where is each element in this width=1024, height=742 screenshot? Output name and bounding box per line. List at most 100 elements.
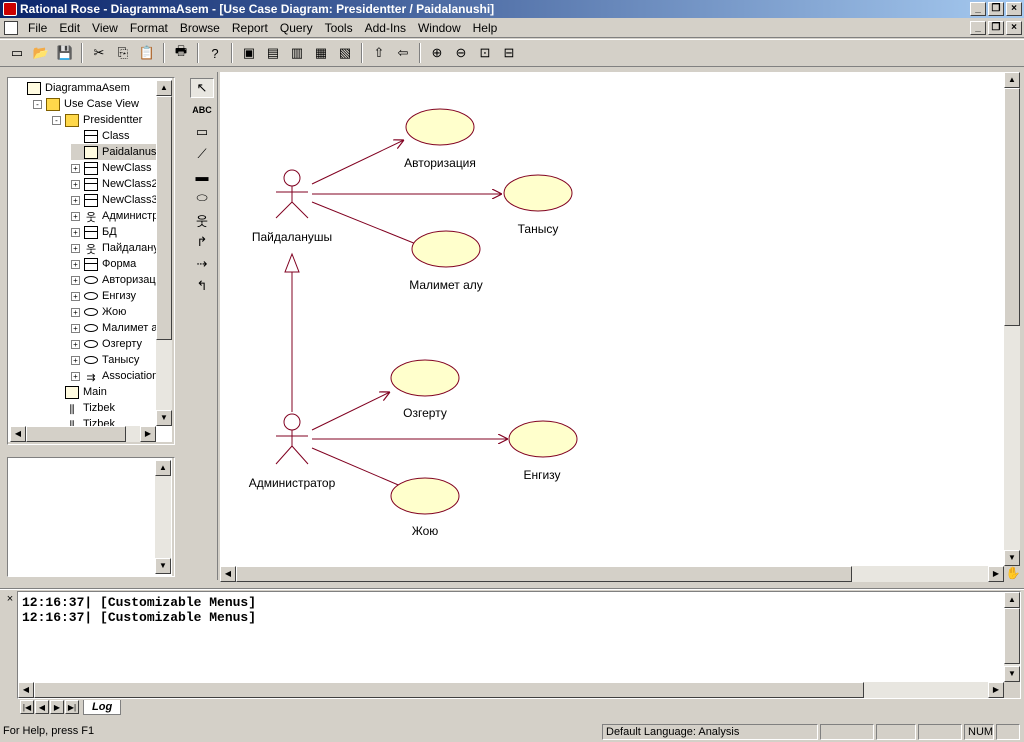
tree-item[interactable]: +NewClass3: [71, 192, 158, 208]
text-box-icon[interactable]: ABC: [192, 105, 212, 115]
expand-icon[interactable]: +: [71, 227, 80, 237]
use-case-diagram-canvas[interactable]: Пайдаланушы Администратор Авторизация Та…: [220, 72, 1004, 566]
tab-log[interactable]: Log: [83, 699, 122, 715]
tree-item[interactable]: +Авторизация: [71, 272, 168, 288]
use-case-engizu-label[interactable]: Енгизу: [523, 468, 560, 482]
scroll-left-button[interactable]: ◀: [220, 566, 236, 582]
previous-icon[interactable]: ⇦: [397, 45, 409, 60]
scroll-right-button[interactable]: ▶: [988, 566, 1004, 582]
log-hscroll-thumb[interactable]: [34, 682, 864, 698]
minimize-button[interactable]: _: [970, 2, 986, 16]
tree-item[interactable]: ⫼Tizbek: [52, 400, 115, 416]
collapse-icon[interactable]: -: [33, 99, 42, 109]
scroll-down-button[interactable]: ▼: [1004, 666, 1020, 682]
close-log-icon[interactable]: ×: [6, 593, 14, 605]
expand-icon[interactable]: +: [71, 355, 80, 365]
menu-query[interactable]: Query: [279, 20, 313, 35]
browser-tree[interactable]: DiagrammaAsem-Use Case View-Presidentter…: [8, 78, 172, 442]
tree-item[interactable]: Main: [52, 384, 107, 400]
tab-last-icon[interactable]: ▶|: [65, 700, 79, 714]
menu-report[interactable]: Report: [231, 20, 268, 35]
use-case-ozgertu-label[interactable]: Озгерту: [403, 406, 447, 420]
scroll-left-button[interactable]: ◀: [18, 682, 34, 698]
association-line[interactable]: [311, 201, 426, 248]
expand-icon[interactable]: +: [71, 291, 80, 301]
association-line[interactable]: [311, 140, 404, 185]
scroll-down-button[interactable]: ▼: [1004, 550, 1020, 566]
menu-format[interactable]: Format: [129, 20, 168, 35]
use-case-engizu[interactable]: [508, 420, 578, 458]
use-case-avtorizaciya-label[interactable]: Авторизация: [404, 156, 476, 170]
cut-icon[interactable]: ✂: [93, 45, 105, 60]
print-icon[interactable]: 🖶: [174, 43, 188, 58]
scroll-up-button[interactable]: ▲: [156, 80, 172, 96]
tree-horizontal-scrollbar[interactable]: ◀ ▶: [10, 426, 156, 442]
restore-button[interactable]: ❐: [988, 2, 1004, 16]
expand-icon[interactable]: +: [71, 259, 80, 269]
scroll-right-button[interactable]: ▶: [140, 426, 156, 442]
tab-first-icon[interactable]: |◀: [20, 700, 34, 714]
interaction-icon[interactable]: ▥: [290, 45, 304, 60]
menu-view[interactable]: View: [92, 20, 118, 35]
close-button[interactable]: ×: [1006, 2, 1022, 16]
tree-item[interactable]: +Озгерту: [71, 336, 142, 352]
log-vscroll-thumb[interactable]: [1004, 608, 1020, 664]
use-case-icon[interactable]: ⬭: [196, 190, 208, 205]
parent-icon[interactable]: ⇧: [373, 45, 385, 60]
note-icon[interactable]: ▭: [195, 124, 209, 139]
expand-icon[interactable]: +: [71, 371, 80, 381]
tree-item[interactable]: -Use Case View: [33, 96, 139, 112]
log-horizontal-scrollbar[interactable]: ◀ ▶: [18, 682, 1004, 698]
tree-item[interactable]: +NewClass: [71, 160, 152, 176]
tree-item[interactable]: +Форма: [71, 256, 136, 272]
scroll-right-button[interactable]: ▶: [988, 682, 1004, 698]
actor-icon[interactable]: 웃: [196, 213, 208, 229]
use-case-malimet[interactable]: [411, 230, 481, 268]
expand-icon[interactable]: +: [71, 339, 80, 349]
package-icon[interactable]: ▬: [195, 168, 209, 184]
expand-icon[interactable]: +: [71, 179, 80, 189]
mdi-close-button[interactable]: ×: [1006, 21, 1022, 35]
unidirectional-association-icon[interactable]: ↱: [196, 234, 208, 249]
scroll-down-button[interactable]: ▼: [155, 558, 171, 574]
use-case-zhoyu[interactable]: [390, 477, 460, 515]
actor-admin[interactable]: [275, 413, 309, 465]
browse-diagram-icon[interactable]: ▣: [242, 45, 256, 60]
doc-vertical-scrollbar[interactable]: ▲ ▼: [155, 460, 171, 574]
scroll-up-button[interactable]: ▲: [1004, 72, 1020, 88]
open-icon[interactable]: 📂: [32, 45, 50, 60]
splitter[interactable]: [0, 588, 1024, 590]
actor-user-label[interactable]: Пайдаланушы: [252, 230, 332, 244]
expand-icon[interactable]: +: [71, 275, 80, 285]
tree-item[interactable]: DiagrammaAsem: [14, 80, 130, 96]
menu-file[interactable]: File: [28, 20, 48, 35]
log-vertical-scrollbar[interactable]: ▲ ▼: [1004, 592, 1020, 682]
generalization-icon[interactable]: ↰: [196, 278, 208, 293]
diagram-hscroll-thumb[interactable]: [236, 566, 852, 582]
selection-arrow-icon[interactable]: ↖: [190, 78, 214, 98]
tree-item[interactable]: +Жою: [71, 304, 126, 320]
tree-item[interactable]: +Малимет алу: [71, 320, 169, 336]
mdi-minimize-button[interactable]: _: [970, 21, 986, 35]
collapse-icon[interactable]: -: [52, 115, 61, 125]
scroll-thumb[interactable]: [156, 96, 172, 340]
log-pane[interactable]: 12:16:37| [Customizable Menus] 12:16:37|…: [18, 592, 1004, 682]
association-line[interactable]: [311, 392, 390, 431]
menu-help[interactable]: Help: [472, 20, 498, 35]
menu-edit[interactable]: Edit: [59, 20, 81, 35]
tree-item[interactable]: +⇉Associations: [71, 368, 164, 384]
use-case-avtorizaciya[interactable]: [405, 108, 475, 146]
document-icon[interactable]: [4, 20, 18, 35]
tree-item[interactable]: -Presidentter: [52, 112, 142, 128]
menu-addins[interactable]: Add-Ins: [364, 20, 406, 35]
menu-browse[interactable]: Browse: [179, 20, 220, 35]
new-icon[interactable]: ▭: [10, 45, 24, 60]
tree-item[interactable]: +Танысу: [71, 352, 139, 368]
component-icon[interactable]: ▦: [314, 45, 328, 60]
fit-window-icon[interactable]: ⊡: [479, 45, 491, 60]
deployment-icon[interactable]: ▧: [338, 45, 352, 60]
scroll-left-button[interactable]: ◀: [10, 426, 26, 442]
context-help-icon[interactable]: ?: [211, 45, 219, 61]
undo-fit-icon[interactable]: ⊟: [503, 45, 515, 60]
